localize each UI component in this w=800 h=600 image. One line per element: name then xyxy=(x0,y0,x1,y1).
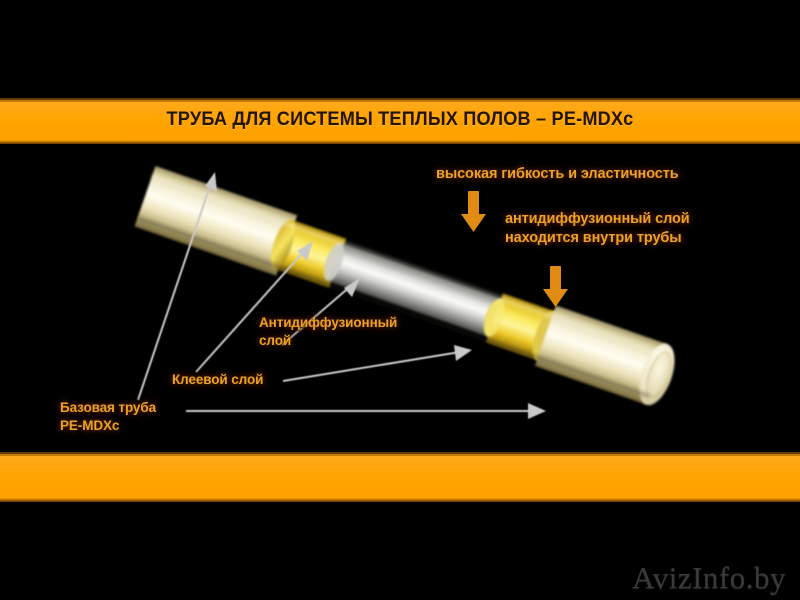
label-antidiffusion-layer: Антидиффузионный слой xyxy=(259,315,398,348)
arrow-antidiffusion-right xyxy=(282,345,472,382)
pipe-sheen xyxy=(136,174,665,399)
arrow-glue-layer xyxy=(195,241,313,373)
arrow-antidiffusion-left xyxy=(281,278,360,346)
label-flexibility: высокая гибкость и эластичность xyxy=(436,166,679,182)
pipe-body xyxy=(134,165,675,406)
page-title: ТРУБА ДЛЯ СИСТЕМЫ ТЕПЛЫХ ПОЛОВ – PE-MDXc xyxy=(166,108,634,130)
bottom-orange-bar xyxy=(0,452,800,502)
segment-base-pipe-left xyxy=(134,165,298,276)
callout-arrows xyxy=(137,172,546,419)
arrow-down-antidiffusion xyxy=(543,266,568,307)
segment-antidiffusion-core xyxy=(323,242,503,338)
down-arrows xyxy=(461,191,568,307)
label-glue-layer: Клеевой слой xyxy=(172,372,264,387)
label-base-pipe: Базовая труба PE-MDXc xyxy=(60,400,156,433)
arrow-base-pipe xyxy=(137,172,217,401)
watermark: AvizInfo.by xyxy=(632,560,786,595)
pipe-open-end-face xyxy=(639,343,675,406)
top-orange-banner xyxy=(0,98,800,144)
arrow-base-pipe-horizontal xyxy=(186,403,546,419)
arrow-down-flexibility xyxy=(461,191,486,232)
segment-base-pipe-right xyxy=(532,305,668,405)
label-antidiffusion-inside: антидиффузионный слой находится внутри т… xyxy=(505,211,690,247)
